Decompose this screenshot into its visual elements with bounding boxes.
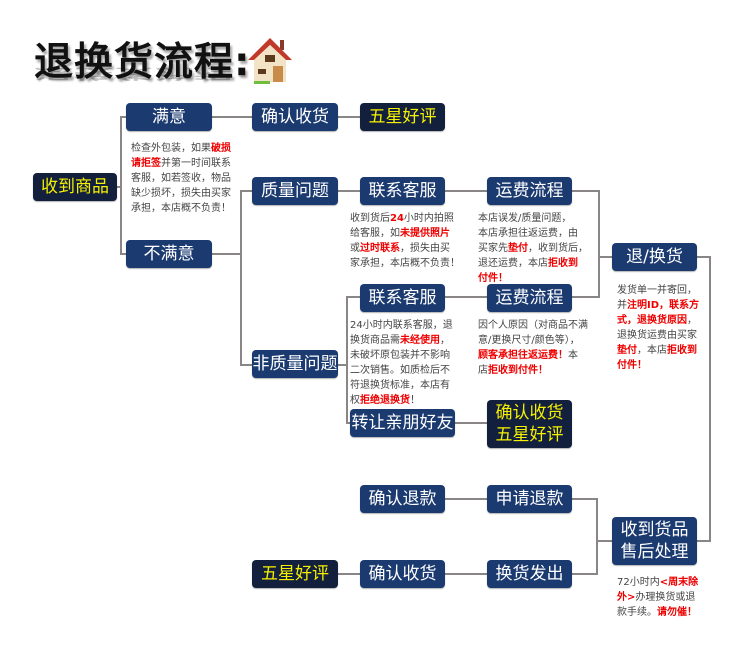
note-text: 并第一时间联系 客服，如若签收，物品 缺少损坏，损失由买家 承担，本店概不负责！	[131, 158, 231, 214]
node-after-sales-line2: 售后处理	[620, 542, 689, 562]
node-shipping-process-nonquality: 运费流程	[487, 284, 572, 312]
node-apply-refund: 申请退款	[487, 485, 572, 513]
node-five-star-top: 五星好评	[360, 103, 445, 131]
node-confirm-receipt-bottom: 确认收货	[360, 560, 445, 588]
note-emphasis: 破损 请拒签	[131, 143, 231, 169]
page-title: 退换货流程:	[34, 40, 251, 85]
page-title-reflection: 退换货流程:	[34, 65, 251, 82]
note-emphasis: 拒收到付件！	[488, 365, 548, 376]
note-emphasis: 24	[390, 213, 404, 224]
node-satisfied: 满意	[126, 103, 212, 131]
note-text: ， 退换货运费由买家	[617, 315, 697, 341]
connector	[212, 253, 242, 255]
connector	[445, 190, 489, 192]
connector	[240, 364, 254, 366]
note-emphasis: 请勿催！	[657, 607, 697, 618]
note-text: 发货单一并寄回， 并	[617, 285, 697, 311]
connector	[596, 498, 598, 574]
note-quality-contact: 收到货后24小时内拍照 给客服，如未提供照片 或过时联系，损失由买 家承担，本店…	[350, 211, 470, 271]
connector	[120, 116, 122, 254]
note-emphasis: <周末除 外>	[617, 577, 699, 603]
node-five-star-bottom: 五星好评	[252, 560, 338, 588]
connector	[598, 190, 600, 298]
connector	[338, 573, 362, 575]
node-contact-cs-nonquality: 联系客服	[360, 284, 445, 312]
node-unsatisfied: 不满意	[126, 240, 212, 268]
node-confirm-refund: 确认退款	[360, 485, 445, 513]
note-text: ， 未破坏原包装并不影响 二次销售。如质检后不 符退换货标准，本店有 权	[350, 335, 450, 406]
node-after-sales-line1: 收到货品	[620, 520, 689, 540]
node-confirm-five-star: 确认收货 五星好评	[487, 400, 572, 448]
node-received-goods: 收到商品	[33, 173, 117, 201]
note-text: 或	[350, 243, 360, 254]
note-nonquality-shipping: 因个人原因（对商品不满 意/更换尺寸/颜色等）， 顾客承担往返运费！本 店拒收到…	[478, 318, 600, 378]
node-non-quality-issue: 非质量问题	[252, 350, 338, 378]
note-emphasis: 注明ID，联系方 式，退换货原因	[617, 300, 700, 326]
connector	[120, 253, 128, 255]
note-text: 收到货后	[350, 213, 390, 224]
note-text: ，损失由买 家承担，本店概不负责！	[350, 243, 460, 269]
node-quality-issue: 质量问题	[252, 177, 338, 205]
connector	[445, 498, 489, 500]
connector	[338, 364, 348, 366]
connector	[445, 296, 489, 298]
connector	[697, 256, 711, 258]
connector	[455, 422, 489, 424]
note-text: 24小时内联系客服，退 换货商品需	[350, 320, 453, 346]
node-shipping-process-quality: 运费流程	[487, 177, 572, 205]
connector	[445, 573, 489, 575]
connector	[240, 190, 254, 192]
note-emphasis: 顾客承担往返运费！	[478, 350, 568, 361]
connector	[709, 256, 711, 542]
node-after-sales: 收到货品 售后处理	[612, 517, 697, 565]
note-text: 小时内拍照 给客服，如	[350, 213, 454, 239]
node-confirm-receipt-top: 确认收货	[252, 103, 338, 131]
connector	[346, 296, 362, 298]
connector	[117, 186, 122, 188]
connector	[338, 116, 362, 118]
note-after-sales: 72小时内<周末除 外>办理换货或退 款手续。请勿催！	[617, 575, 709, 620]
note-emphasis: 拒收到 付件！	[478, 258, 578, 284]
note-return-exchange: 发货单一并寄回， 并注明ID，联系方 式，退换货原因， 退换货运费由买家 垫付，…	[617, 283, 709, 373]
connector	[596, 540, 614, 542]
connector	[120, 116, 128, 118]
connector	[240, 190, 242, 366]
note-emphasis: 过时联系	[360, 243, 400, 254]
note-text: 本店误发/质量问题， 本店承担往返运费，由 买家先	[478, 213, 578, 254]
note-text: ，本店	[637, 345, 667, 356]
note-inspect-package: 检查外包装，如果破损 请拒签并第一时间联系 客服，如若签收，物品 缺少损坏，损失…	[131, 141, 243, 216]
connector	[598, 256, 614, 258]
node-confirm-five-star-line2: 五星好评	[495, 425, 564, 445]
note-text: 本 店	[478, 350, 578, 376]
note-text: ！	[410, 395, 420, 406]
node-confirm-five-star-line1: 确认收货	[495, 403, 564, 423]
note-text: ，收到货后， 退还运费，本店	[478, 243, 588, 269]
node-return-exchange: 退/换货	[612, 243, 697, 271]
connector	[212, 116, 254, 118]
note-emphasis: 垫付	[508, 243, 528, 254]
note-emphasis: 拒绝退换货	[360, 395, 410, 406]
connector	[697, 540, 711, 542]
connector	[338, 190, 362, 192]
note-nonquality-contact: 24小时内联系客服，退 换货商品需未经使用， 未破坏原包装并不影响 二次销售。如…	[350, 318, 472, 408]
connector	[572, 573, 598, 575]
note-emphasis: 未经使用	[400, 335, 440, 346]
note-emphasis: 拒收到 付件！	[617, 345, 697, 371]
note-emphasis: 垫付	[617, 345, 637, 356]
note-text: 72小时内	[617, 577, 660, 588]
connector	[572, 296, 600, 298]
connector	[346, 422, 352, 424]
connector	[572, 190, 600, 192]
node-exchange-shipped: 换货发出	[487, 560, 572, 588]
node-contact-cs-quality: 联系客服	[360, 177, 445, 205]
note-text: 检查外包装，如果	[131, 143, 211, 154]
connector	[572, 498, 598, 500]
note-text: 因个人原因（对商品不满 意/更换尺寸/颜色等），	[478, 320, 588, 346]
note-text: 办理换货或退 款手续。	[617, 592, 696, 618]
connector	[346, 296, 348, 424]
note-emphasis: 未提供照片	[400, 228, 450, 239]
note-quality-shipping: 本店误发/质量问题， 本店承担往返运费，由 买家先垫付，收到货后， 退还运费，本…	[478, 211, 596, 286]
house-icon	[248, 38, 292, 84]
node-transfer-friends: 转让亲朋好友	[350, 409, 455, 437]
